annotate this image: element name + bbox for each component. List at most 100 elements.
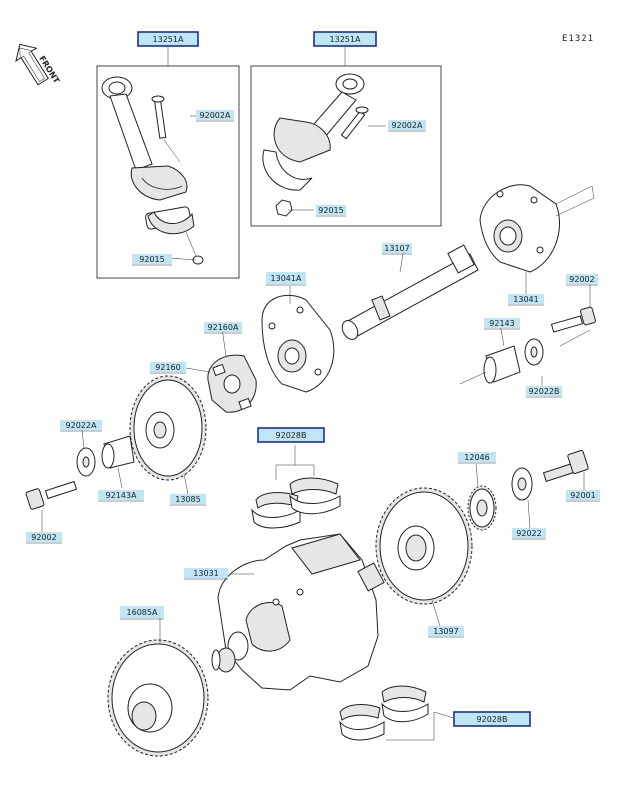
part-label-box [316,205,346,215]
washer-and-collar-left [76,435,135,477]
crankshaft [211,533,385,691]
part-label-92160a[interactable]: 92160A [204,322,242,334]
bolt-left [25,480,78,510]
part-label-92002a[interactable]: 92002A [388,120,426,132]
part-label-text: 92001 [570,491,595,500]
part-label-text: 92002A [392,121,423,130]
part-label-text: 16085A [127,608,158,617]
collar-and-washer [459,329,591,385]
part-label-text: 92022A [66,421,97,430]
part-label-box [98,490,144,500]
part-label-box [566,274,598,284]
part-label-16085a[interactable]: 16085A [120,606,164,620]
part-label-13041a[interactable]: 13041A [266,272,306,286]
connecting-rod-left [101,76,204,265]
bolt-92001 [542,450,589,483]
balancer-gear [129,375,207,481]
part-label-text: 92022B [529,387,560,396]
part-label-box [526,386,562,396]
part-label-text: 13085 [175,495,200,504]
part-label-text: 13041 [513,295,538,304]
part-label-text: 92143A [106,491,137,500]
rod-frame-right [250,65,442,227]
part-label-13251a[interactable]: 13251A [137,31,199,47]
part-label-text: 92002 [31,533,56,542]
part-label-box [132,254,172,264]
part-label-box [512,528,546,538]
bearing-shells-lower [339,685,455,741]
part-label-box [566,490,600,500]
part-label-box [388,120,426,130]
bearing-shells-upper [251,445,341,529]
part-label-92143a[interactable]: 92143A [98,490,144,502]
part-label-box [453,711,531,727]
part-label-text: 92002A [200,111,231,120]
part-label-text: 13251A [330,35,361,44]
part-label-box [137,31,199,47]
damper-rubber [207,354,257,413]
bolt-right [550,306,596,333]
part-label-box [204,322,242,332]
part-label-box [184,568,228,578]
part-label-text: 13031 [193,569,218,578]
part-label-text: 92022 [516,529,541,538]
part-label-text: 13251A [153,35,184,44]
part-label-box [266,272,306,284]
washer-92022 [511,467,533,501]
part-label-box [60,420,102,430]
part-label-92028b[interactable]: 92028B [257,427,325,443]
part-label-text: 92160A [208,323,239,332]
part-label-13097[interactable]: 13097 [428,626,464,638]
part-label-text: 13107 [384,244,409,253]
part-label-box [313,31,377,47]
part-label-12046[interactable]: 12046 [458,452,496,464]
part-label-92002a[interactable]: 92002A [196,110,234,122]
part-label-92002[interactable]: 92002 [26,532,62,544]
part-label-text: 92160 [155,363,180,372]
part-label-13251a[interactable]: 13251A [313,31,377,47]
part-label-text: 92028B [477,715,508,724]
balancer-flange-upper [479,184,595,273]
part-label-text: 13041A [271,274,302,283]
part-label-13041[interactable]: 13041 [508,294,544,306]
part-label-box [26,532,62,542]
part-label-text: 92015 [139,255,164,264]
part-label-92001[interactable]: 92001 [566,490,600,502]
part-label-box [382,243,412,253]
crank-sprocket [467,485,497,531]
part-label-box [484,318,520,328]
part-label-box [458,452,496,462]
starter-gear [107,639,209,757]
part-label-92015[interactable]: 92015 [316,205,346,217]
part-label-box [196,110,234,120]
part-label-box [120,606,164,618]
part-label-box [150,362,186,372]
part-label-92143[interactable]: 92143 [484,318,520,330]
part-label-13085[interactable]: 13085 [170,494,206,506]
balancer-weight [261,294,335,393]
part-label-text: 92015 [318,206,343,215]
part-labels: 13251A 13251A 92002A 92002A 92015 92015 13107 1… [26,31,600,727]
balancer-shaft [341,244,479,340]
part-label-13031[interactable]: 13031 [184,568,228,580]
part-label-text: 92002 [569,275,594,284]
part-label-13107[interactable]: 13107 [382,243,412,255]
part-label-92022a[interactable]: 92022A [60,420,102,432]
part-label-text: 13097 [433,627,458,636]
part-label-box [428,626,464,636]
part-label-box [170,494,206,504]
part-label-92028b[interactable]: 92028B [453,711,531,727]
part-label-92022b[interactable]: 92022B [526,386,562,398]
connecting-rod-right [262,73,369,217]
part-label-92022[interactable]: 92022 [512,528,546,540]
part-label-92002[interactable]: 92002 [566,274,598,286]
diagram-code: E1321 [562,34,594,44]
front-arrow-icon [15,43,49,86]
part-label-92160[interactable]: 92160 [150,362,186,374]
part-label-text: 92028B [276,431,307,440]
part-label-text: 12046 [464,453,489,462]
part-label-92015[interactable]: 92015 [132,254,172,266]
primary-gear [375,487,473,605]
part-label-box [257,427,325,443]
